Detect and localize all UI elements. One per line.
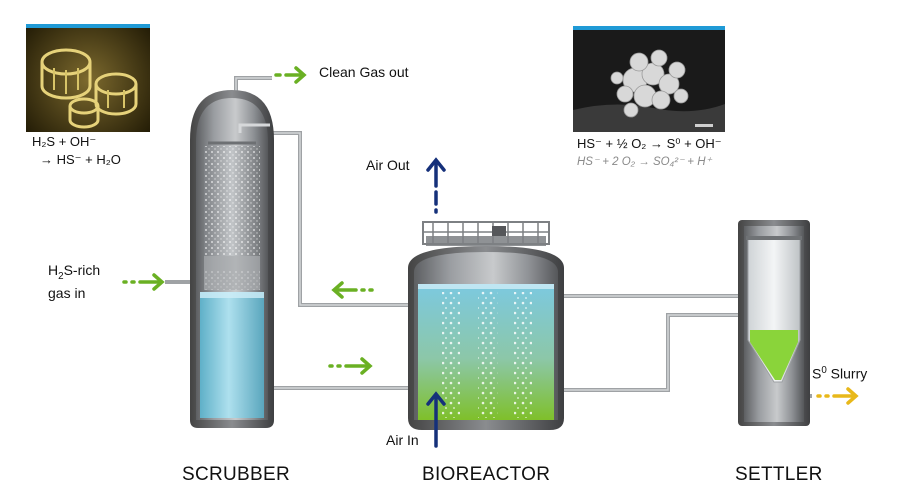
clean-gas-out-label: Clean Gas out (319, 64, 409, 80)
h2s-label-line2: gas in (48, 284, 86, 301)
slurry-label-s: S (812, 365, 822, 382)
feed-flow-arrow (328, 357, 373, 375)
slurry-label-sup: 0 (821, 365, 827, 376)
packing-rings-icon (40, 48, 138, 129)
scrubber-reaction-line2: → HS⁻ + H₂O (40, 152, 121, 167)
slurry-label: S0 Slurry (812, 365, 867, 382)
bio-reaction-line1: HS⁻ + ½ O₂ → S⁰ + OH⁻ (577, 136, 722, 151)
settler-title: SETTLER (735, 464, 823, 485)
settler-vessel (738, 220, 810, 426)
slurry-out-arrow (816, 387, 859, 405)
h2s-gas-in-label: H2S-rich gas in (48, 262, 100, 302)
air-in-arrow (426, 391, 446, 448)
sulfur-micrograph-photo (573, 26, 725, 132)
air-out-arrow (426, 157, 446, 214)
packing-rings-photo (26, 24, 150, 132)
settler-return-pipe (548, 313, 760, 392)
h2s-inlet-arrow (122, 273, 165, 291)
clean-gas-arrow (274, 66, 307, 84)
return-flow-arrow (331, 281, 374, 299)
h2s-label-h: H (48, 262, 59, 278)
scrubber-column (190, 90, 274, 428)
slurry-label-rest: Slurry (826, 365, 868, 382)
air-in-label: Air In (386, 432, 419, 448)
bioreactor-tank (408, 221, 564, 430)
h2s-label-sub: 2 (58, 270, 64, 282)
scrubber-reaction-line1: H₂S + OH⁻ (32, 134, 97, 149)
air-out-label: Air Out (366, 157, 410, 173)
scrubber-title: SCRUBBER (182, 464, 290, 485)
h2s-label-rest: S-rich (63, 262, 101, 278)
bio-reaction-line2: HS⁻ + 2 O₂ → SO₄²⁻ + H⁺ (577, 156, 712, 168)
sulfur-particle-icon (573, 49, 725, 132)
bioreactor-title: BIOREACTOR (422, 464, 551, 485)
